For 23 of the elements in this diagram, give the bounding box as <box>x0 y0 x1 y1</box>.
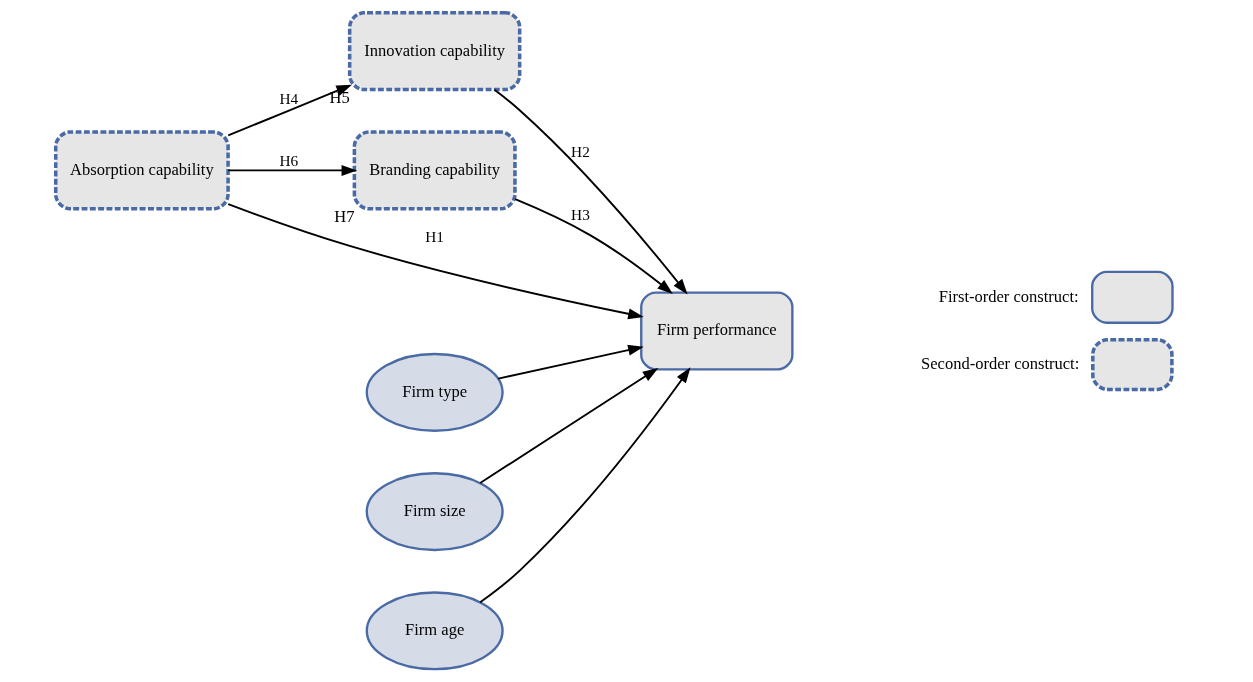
arrow <box>514 198 673 294</box>
arrow <box>479 367 659 484</box>
node-box: Innovation capability <box>347 11 522 92</box>
edge-label: H6 <box>279 152 299 170</box>
edge-label: H2 <box>571 142 590 160</box>
node-box: Branding capability <box>352 130 517 211</box>
node-box: Absorption capability <box>53 130 230 211</box>
arrow <box>227 164 358 176</box>
arrow <box>493 88 688 295</box>
legend-label: Second-order construct: <box>921 353 1080 373</box>
arrow <box>227 203 644 320</box>
arrow <box>479 367 691 604</box>
node-label: H7 <box>334 207 355 226</box>
node-ellipse: Firm age <box>365 591 504 671</box>
arrow <box>497 344 644 380</box>
arrow <box>227 84 352 137</box>
edge-label: H3 <box>571 206 590 224</box>
node-box: Firm performance <box>640 291 794 371</box>
node-ellipse: Firm size <box>365 472 504 552</box>
legend-label: First-order construct: <box>938 286 1079 306</box>
edge-label: H1 <box>425 227 445 245</box>
node-ellipse: Firm type <box>365 352 504 432</box>
edge-label: H4 <box>279 89 299 107</box>
